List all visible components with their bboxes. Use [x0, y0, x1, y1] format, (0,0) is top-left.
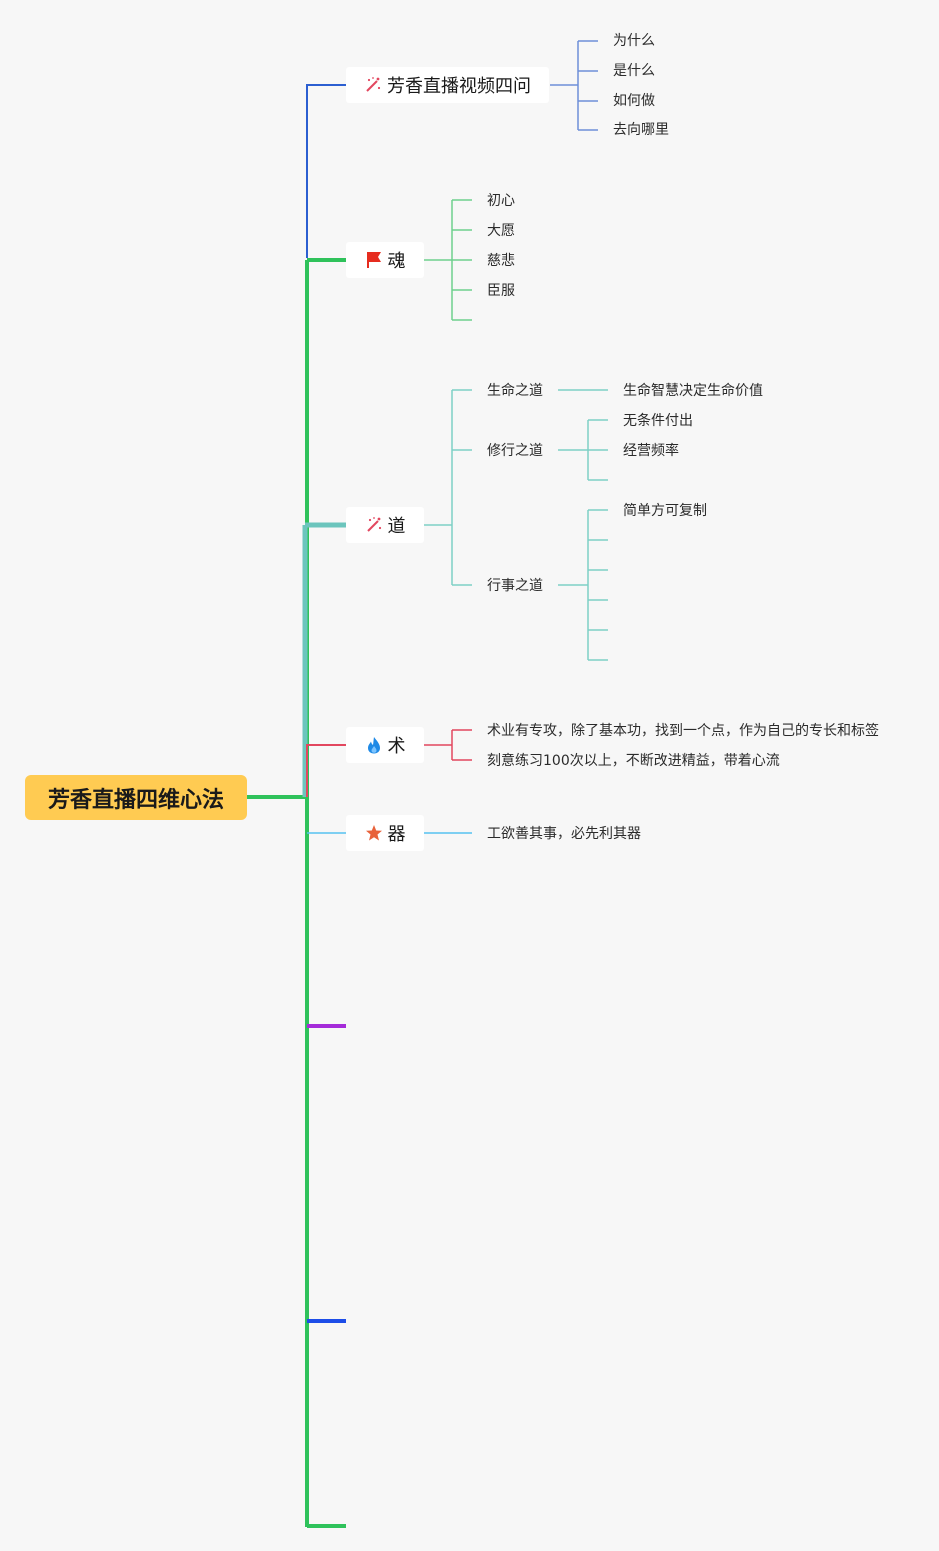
magic-wand-icon [364, 76, 382, 94]
flame-icon [365, 736, 383, 754]
leaf-item[interactable]: 生命智慧决定生命价值 [623, 383, 763, 399]
root-title: 芳香直播四维心法 [47, 787, 224, 813]
leaf-item[interactable]: 经营频率 [623, 443, 679, 459]
leaf-item[interactable]: 初心 [487, 193, 515, 209]
branch-qi[interactable]: 器 [346, 815, 424, 851]
leaf-item[interactable]: 工欲善其事，必先利其器 [487, 826, 641, 842]
branch-label: 道 [387, 516, 406, 537]
red-flag-icon [365, 251, 383, 269]
leaf-item[interactable]: 术业有专攻，除了基本功，找到一个点，作为自己的专长和标签 [487, 723, 879, 739]
leaf-item[interactable]: 臣服 [487, 283, 515, 299]
leaf-item[interactable]: 简单方可复制 [623, 503, 707, 519]
magic-wand-icon [365, 516, 383, 534]
subtopic-label[interactable]: 行事之道 [487, 578, 543, 594]
branch-dao[interactable]: 道 [346, 507, 424, 543]
star-icon [365, 824, 383, 842]
branch-sigwen[interactable]: 芳香直播视频四问 [346, 67, 549, 103]
leaf-item[interactable]: 刻意练习100次以上，不断改进精益，带着心流 [487, 753, 780, 769]
branch-hun[interactable]: 魂 [346, 242, 424, 278]
leaf-item[interactable]: 无条件付出 [623, 413, 693, 429]
branch-label: 芳香直播视频四问 [387, 76, 531, 97]
leaf-item[interactable]: 如何做 [613, 93, 655, 109]
leaf-item[interactable]: 大愿 [487, 223, 515, 239]
branch-label: 魂 [387, 251, 406, 272]
branch-label: 术 [387, 736, 406, 757]
leaf-item[interactable]: 为什么 [613, 33, 655, 49]
subtopic-label[interactable]: 生命之道 [487, 383, 543, 399]
leaf-item[interactable]: 慈悲 [487, 253, 515, 269]
root-topic[interactable]: 芳香直播四维心法 [25, 775, 247, 820]
leaf-item[interactable]: 去向哪里 [613, 122, 669, 138]
leaf-item[interactable]: 是什么 [613, 63, 655, 79]
branch-shu[interactable]: 术 [346, 727, 424, 763]
branch-label: 器 [387, 824, 406, 845]
subtopic-label[interactable]: 修行之道 [487, 443, 543, 459]
